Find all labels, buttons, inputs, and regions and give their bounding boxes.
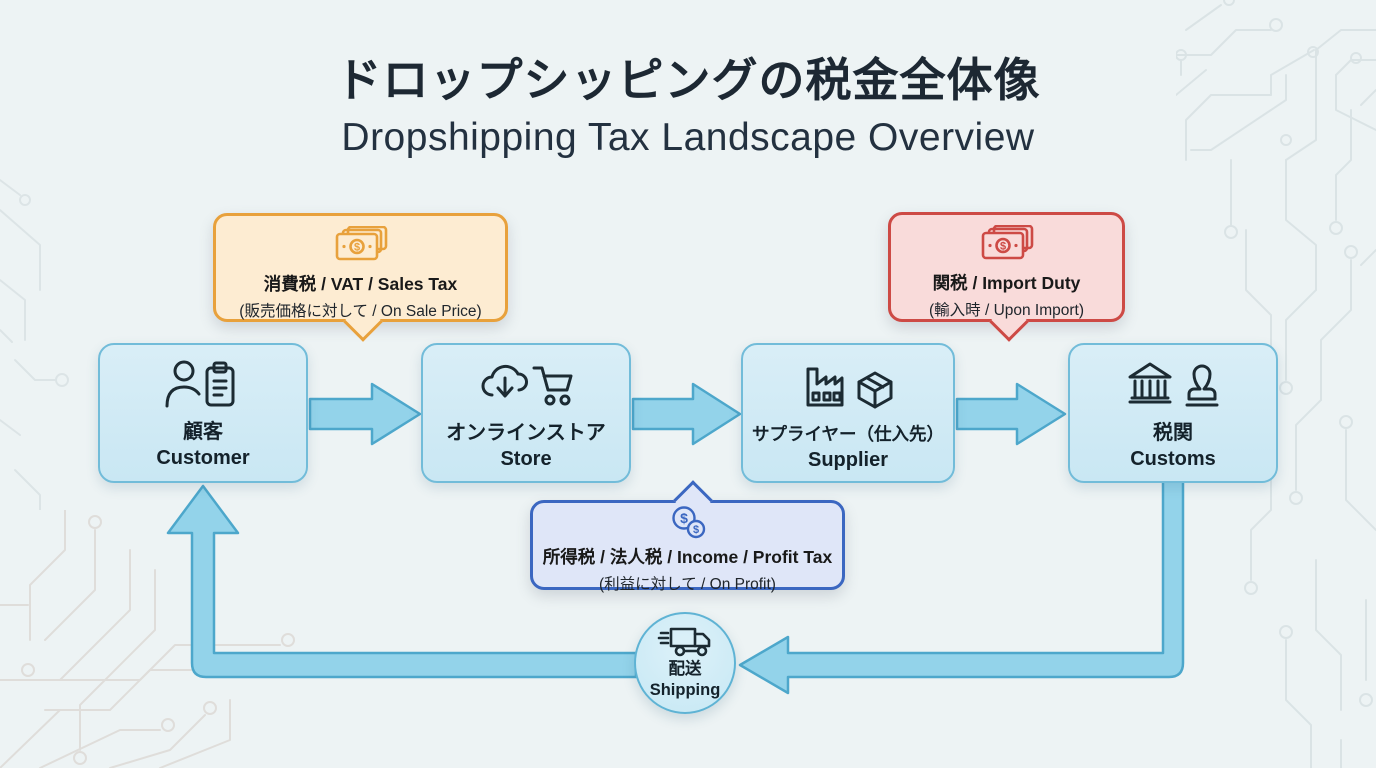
customer-icons (165, 360, 235, 408)
callout-line1: 関税 / Import Duty (932, 273, 1081, 293)
store-icons (481, 364, 573, 406)
callout-line1: 消費税 / VAT / Sales Tax (263, 274, 458, 294)
node-label-jp: 税関 (1153, 422, 1193, 444)
coins-icon: $ $ (671, 506, 705, 539)
callout-sales-tax: $ 消費税 / VAT / Sales Tax (販売価格に対して / On S… (213, 213, 508, 342)
customer-store-arrow (308, 382, 422, 446)
customs-icons (1128, 362, 1219, 407)
node-label-en: Supplier (807, 449, 888, 471)
bank-icon (1128, 362, 1172, 404)
callout-income-tax: $ $ 所得税 / 法人税 / Income / Profit Tax (利益に… (530, 480, 845, 593)
header: ドロップシッピングの税金全体像 Dropshipping Tax Landsca… (0, 44, 1376, 160)
callout-line1: 所得税 / 法人税 / Income / Profit Tax (542, 547, 833, 567)
factory-icon (806, 367, 844, 407)
page-title-jp: ドロップシッピングの税金全体像 (335, 54, 1041, 106)
node-label-jp: オンラインストア (446, 422, 606, 444)
supplier-icons (806, 367, 893, 409)
node-label-en: Store (500, 448, 552, 470)
stamp-icon (1185, 364, 1219, 407)
callout-import-duty: $ 関税 / Import Duty (輸入時 / Upon Import) (888, 212, 1125, 342)
shipping-label-jp: 配送 (668, 660, 702, 678)
callout-line2: (利益に対して / On Profit) (599, 576, 776, 593)
shopping-cart-icon (532, 366, 573, 406)
node-label-jp: サプライヤー（仕入先） (752, 424, 944, 444)
node-label-en: Customs (1130, 448, 1216, 470)
node-label-jp: 顧客 (183, 421, 223, 443)
node-store: オンラインストア Store (421, 343, 631, 483)
banknotes-icon: $ (981, 224, 1033, 260)
node-label-en: Customer (156, 447, 250, 469)
svg-text:$: $ (353, 242, 359, 254)
node-supplier: サプライヤー（仕入先） Supplier (741, 343, 955, 483)
person-icon (165, 360, 201, 408)
cloud-download-icon (481, 364, 528, 398)
package-icon (857, 371, 893, 409)
supplier-customs-arrow (955, 382, 1067, 446)
banknotes-icon: $ (335, 225, 387, 261)
svg-text:$: $ (692, 524, 698, 536)
truck-icon (657, 627, 711, 657)
customs-to-shipping-arrow (738, 478, 1185, 695)
node-customs: 税関 Customs (1068, 343, 1278, 483)
svg-text:$: $ (680, 510, 688, 526)
page-title-en: Dropshipping Tax Landscape Overview (341, 116, 1035, 159)
svg-text:$: $ (999, 241, 1005, 253)
node-customer: 顧客 Customer (98, 343, 308, 483)
callout-line2: (販売価格に対して / On Sale Price) (239, 303, 482, 320)
shipping-label-en: Shipping (649, 681, 721, 699)
callout-line2: (輸入時 / Upon Import) (928, 302, 1085, 319)
store-supplier-arrow (631, 382, 742, 446)
clipboard-icon (205, 361, 235, 407)
shipping-circle: 配送 Shipping (634, 612, 736, 714)
